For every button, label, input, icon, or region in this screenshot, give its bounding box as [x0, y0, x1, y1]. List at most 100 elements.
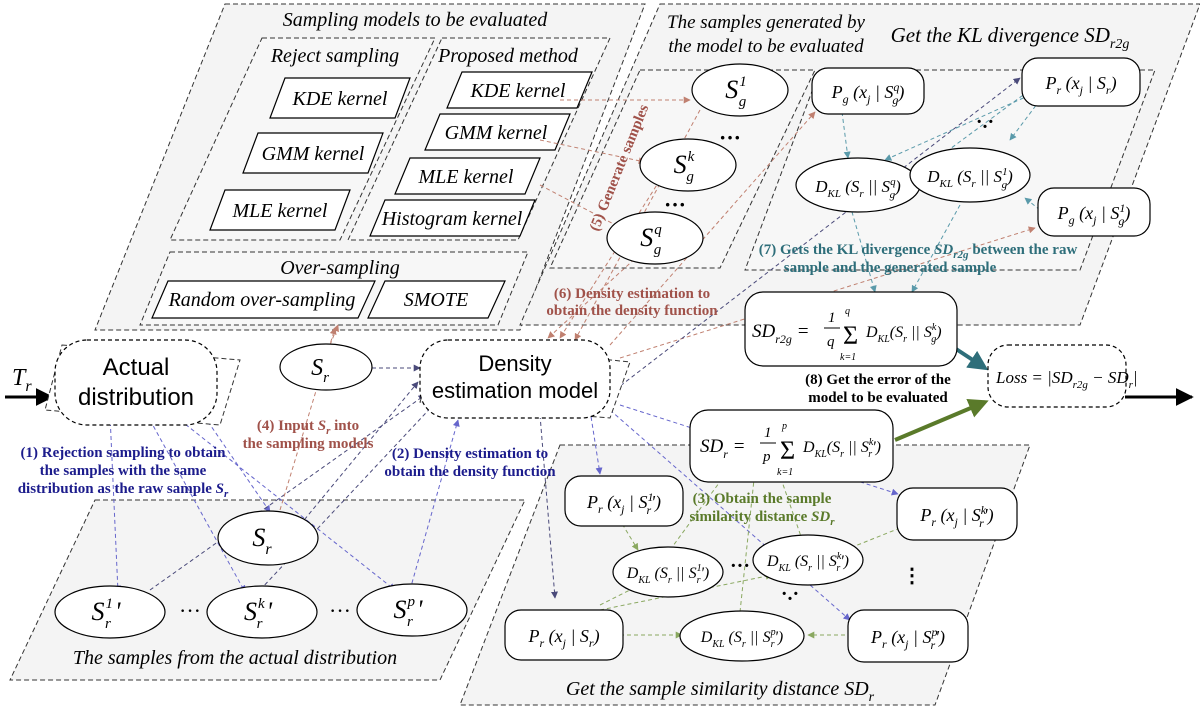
svg-text:S1g: S1g	[725, 74, 747, 110]
input-tr: Tr	[12, 365, 32, 395]
svg-text:1: 1	[828, 310, 836, 326]
svg-text:(3) Obtain the sample: (3) Obtain the sample	[693, 491, 832, 507]
svg-text:(4) Input Sr into: (4) Input Sr into	[257, 418, 359, 437]
ellipsis-1: ···	[179, 598, 201, 623]
proposed-kernel-gmm: GMM kernel	[424, 113, 571, 151]
proposed-kernel-kde: KDE kernel	[446, 71, 593, 109]
panel-title-reject-sampling: Reject sampling	[270, 45, 399, 67]
pr-node-bottom: Pr (xj | Sr)	[504, 609, 624, 661]
svg-text:model to be evaluated: model to be evaluated	[808, 390, 948, 406]
svg-text:k=1: k=1	[777, 467, 793, 478]
ellipsis-9: ·.·	[781, 583, 799, 605]
svg-text:Σ: Σ	[843, 321, 858, 350]
svg-text:the model to be evaluated: the model to be evaluated	[668, 36, 864, 57]
svg-text:GMM kernel: GMM kernel	[262, 143, 365, 165]
svg-text:Actual: Actual	[103, 354, 170, 381]
svg-text:obtain the density function: obtain the density function	[546, 303, 718, 319]
svg-text:similarity distance SDr: similarity distance SDr	[689, 509, 835, 528]
over-sampling-random: Random over-sampling	[151, 280, 376, 319]
pr-node-top: Pr (xj | Sr)	[1021, 57, 1141, 107]
svg-text:Tr: Tr	[12, 365, 32, 395]
step-3-label: (3) Obtain the sample similarity distanc…	[689, 491, 835, 528]
svg-text:DKL (Sr || S1r'): DKL (Sr || S1r')	[626, 563, 709, 586]
proposed-kernel-mle: MLE kernel	[394, 157, 541, 195]
svg-text:(6) Density estimation to: (6) Density estimation to	[554, 286, 710, 302]
loss-node: Loss = |SDr2g − SDr|	[987, 344, 1138, 408]
svg-text:(1) Rejection sampling to obta: (1) Rejection sampling to obtain	[21, 445, 227, 461]
svg-text:q: q	[827, 334, 835, 350]
svg-text:estimation model: estimation model	[432, 378, 598, 403]
svg-text:MLE kernel: MLE kernel	[418, 166, 514, 188]
svg-text:1: 1	[764, 425, 772, 441]
sr-node-middle: Sr	[279, 343, 373, 391]
step-1-label: (1) Rejection sampling to obtain the sam…	[18, 445, 229, 500]
svg-text:Pg (xj | S1g): Pg (xj | S1g)	[1057, 201, 1131, 228]
svg-text:(8) Get the error of the: (8) Get the error of the	[805, 372, 951, 388]
reject-kernel-kde: KDE kernel	[269, 77, 411, 119]
svg-text:The samples generated by: The samples generated by	[667, 12, 865, 33]
step-6-label: (6) Density estimation to obtain the den…	[546, 286, 718, 319]
actual-distribution-node: Actual distribution	[44, 339, 241, 426]
over-sampling-smote: SMOTE	[367, 280, 506, 319]
reject-kernel-gmm: GMM kernel	[242, 132, 384, 174]
svg-text:Skg: Skg	[674, 149, 695, 185]
svg-text:k=1: k=1	[840, 352, 856, 363]
sr-node-bottom: Sr	[217, 510, 319, 566]
panel-title-generated-samples: The samples generated by the model to be…	[667, 12, 865, 57]
svg-text:distribution as the raw sample: distribution as the raw sample Sr	[18, 481, 229, 500]
step-2-label: (2) Density estimation to obtain the den…	[384, 446, 556, 480]
density-estimation-node: Density estimation model	[419, 339, 631, 419]
step-4-label: (4) Input Sr into the sampling models	[243, 418, 374, 452]
svg-text:sample and the generated sampl: sample and the generated sample	[784, 260, 997, 276]
ellipsis-5: ·.·	[976, 111, 994, 133]
step-8-label: (8) Get the error of the model to be eva…	[805, 372, 951, 406]
svg-text:Histogram kernel: Histogram kernel	[381, 208, 523, 230]
ellipsis-4: ···	[664, 192, 686, 217]
svg-text:q: q	[845, 306, 850, 317]
proposed-kernel-histogram: Histogram kernel	[369, 199, 536, 237]
svg-text:p: p	[762, 449, 771, 465]
svg-text:p: p	[781, 421, 787, 432]
svg-text:Σ: Σ	[780, 436, 795, 465]
svg-text:GMM kernel: GMM kernel	[445, 122, 548, 144]
reject-kernel-mle: MLE kernel	[209, 189, 351, 231]
svg-text:the samples with the same: the samples with the same	[40, 463, 207, 479]
svg-text:DKL (Sr || Spr'): DKL (Sr || Spr')	[700, 627, 783, 650]
ellipsis-2: ···	[329, 598, 351, 623]
svg-text:Sqg: Sqg	[640, 222, 662, 258]
svg-text:Loss = |SDr2g − SDr|: Loss = |SDr2g − SDr|	[995, 368, 1138, 391]
svg-text:MLE kernel: MLE kernel	[232, 200, 328, 222]
panel-title-proposed-method: Proposed method	[437, 45, 579, 67]
panel-title-over-sampling: Over-sampling	[280, 257, 400, 279]
svg-text:(2) Density estimation to: (2) Density estimation to	[392, 446, 548, 462]
panel-title-sampling-models: Sampling models to be evaluated	[283, 9, 548, 31]
step-7-label: (7) Gets the KL divergence SDr2g between…	[759, 242, 1078, 276]
svg-text:SDr =: SDr =	[700, 436, 745, 461]
svg-text:Random over-sampling: Random over-sampling	[168, 289, 356, 311]
ellipsis-3: ···	[719, 125, 741, 150]
svg-text:Density: Density	[478, 351, 551, 376]
svg-text:DKL (Sr || Skr'): DKL (Sr || Skr')	[766, 551, 849, 574]
svg-text:obtain the density function: obtain the density function	[384, 464, 556, 480]
ellipsis-8: ⋮	[902, 565, 922, 587]
svg-text:the sampling models: the sampling models	[243, 436, 374, 452]
svg-text:(7) Gets the KL divergence SDr: (7) Gets the KL divergence SDr2g between…	[759, 242, 1078, 261]
